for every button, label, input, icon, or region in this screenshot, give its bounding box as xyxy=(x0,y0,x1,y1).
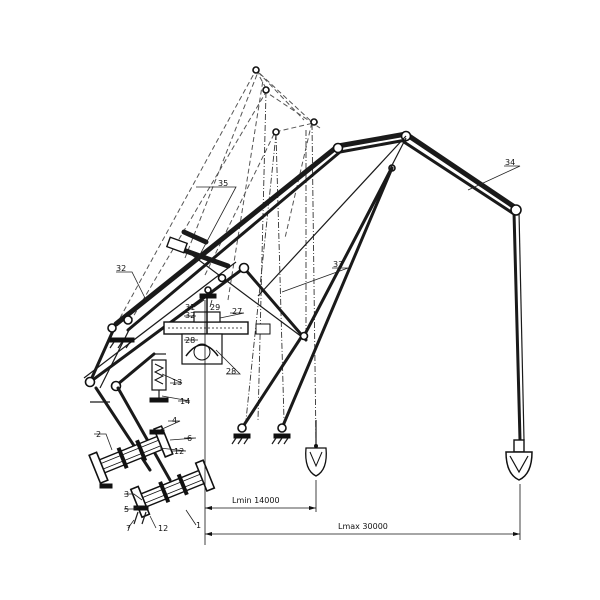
label-13: 13 xyxy=(172,378,182,387)
label-5: 5 xyxy=(124,505,129,514)
ghost-ropes xyxy=(245,91,317,446)
label-7: 7 xyxy=(126,524,131,533)
spring-unit xyxy=(84,352,169,403)
luffing-members xyxy=(83,135,407,430)
label-27: 27 xyxy=(232,307,242,316)
label-31: 31 xyxy=(185,303,195,312)
ground-supports xyxy=(231,423,291,445)
label-2: 2 xyxy=(96,430,101,439)
label-3: 3 xyxy=(124,490,129,499)
label-1: 1 xyxy=(196,521,201,530)
dimension-lines xyxy=(204,300,521,545)
label-12-upper: 12 xyxy=(174,447,184,456)
label-32-lower: 32 xyxy=(185,311,195,320)
label-32-upper: 32 xyxy=(116,264,126,273)
slewing-platform xyxy=(107,286,271,365)
leader-lines xyxy=(94,165,521,529)
label-35: 35 xyxy=(218,179,228,188)
label-14: 14 xyxy=(180,397,190,406)
grab-right xyxy=(505,439,533,481)
main-boom xyxy=(113,130,525,442)
label-33: 33 xyxy=(333,260,343,269)
track-assembly xyxy=(88,386,216,525)
label-34: 34 xyxy=(505,158,515,167)
label-29: 29 xyxy=(210,303,220,312)
label-28-right: 28 xyxy=(226,367,236,376)
label-4: 4 xyxy=(172,416,177,425)
dimension-lmax: Lmax 30000 xyxy=(338,522,388,531)
dimension-lmin: Lmin 14000 xyxy=(232,496,280,505)
grab-left xyxy=(305,420,327,477)
label-28-left: 28 xyxy=(185,336,195,345)
label-12-lower: 12 xyxy=(158,524,168,533)
label-6: 6 xyxy=(187,434,192,443)
